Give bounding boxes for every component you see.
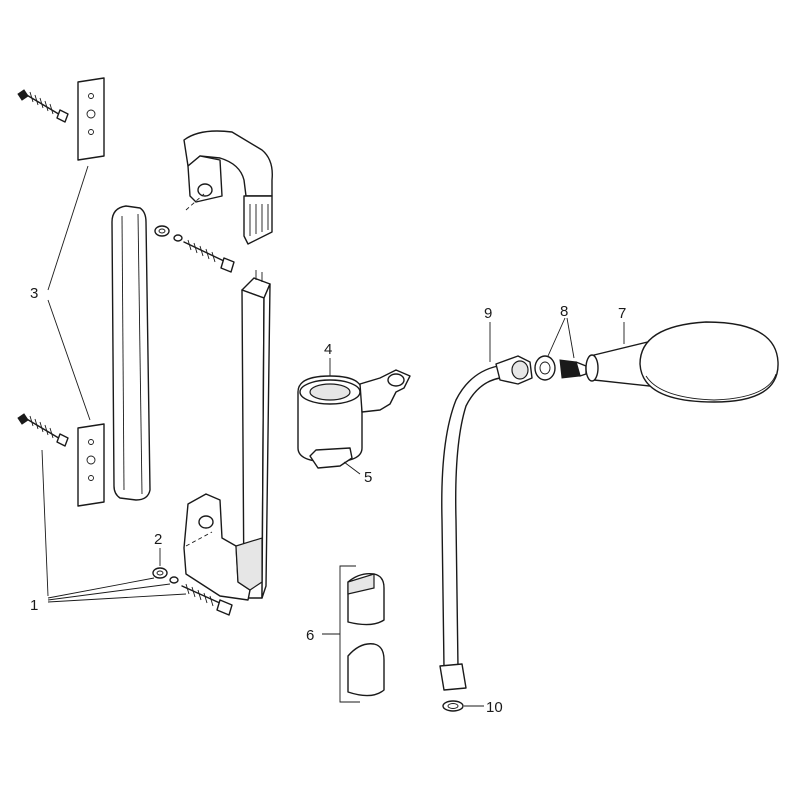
seal-washer xyxy=(534,355,556,381)
bottom-bracket xyxy=(183,493,263,601)
label-1: 1 xyxy=(30,597,38,614)
main-rail xyxy=(241,270,271,599)
wall-plate-bottom xyxy=(77,423,105,507)
leader-lines xyxy=(41,165,625,707)
label-5: 5 xyxy=(364,469,372,486)
holder-slider xyxy=(309,447,353,469)
label-4: 4 xyxy=(324,341,332,358)
washer-top xyxy=(154,225,183,242)
hand-shower xyxy=(585,321,779,403)
label-7: 7 xyxy=(618,305,626,322)
label-6: 6 xyxy=(306,627,314,644)
label-10: 10 xyxy=(486,699,503,716)
label-3: 3 xyxy=(30,285,38,302)
screw-bottom-bracket xyxy=(181,583,233,616)
label-8: 8 xyxy=(560,303,568,320)
shower-holder xyxy=(297,369,411,463)
label-9: 9 xyxy=(484,305,492,322)
screw-top-bracket xyxy=(183,239,235,273)
screw-bottom-left xyxy=(17,413,69,447)
screw-top-left xyxy=(17,89,69,123)
rail-cover xyxy=(111,205,151,501)
hose-nipple xyxy=(559,359,587,379)
bottom-seal xyxy=(442,700,464,712)
label-2: 2 xyxy=(154,531,162,548)
shower-hose xyxy=(439,355,533,691)
top-bracket xyxy=(183,130,273,245)
washer-bottom xyxy=(152,567,179,584)
cover-caps xyxy=(339,565,385,703)
wall-plate-top xyxy=(77,77,105,161)
